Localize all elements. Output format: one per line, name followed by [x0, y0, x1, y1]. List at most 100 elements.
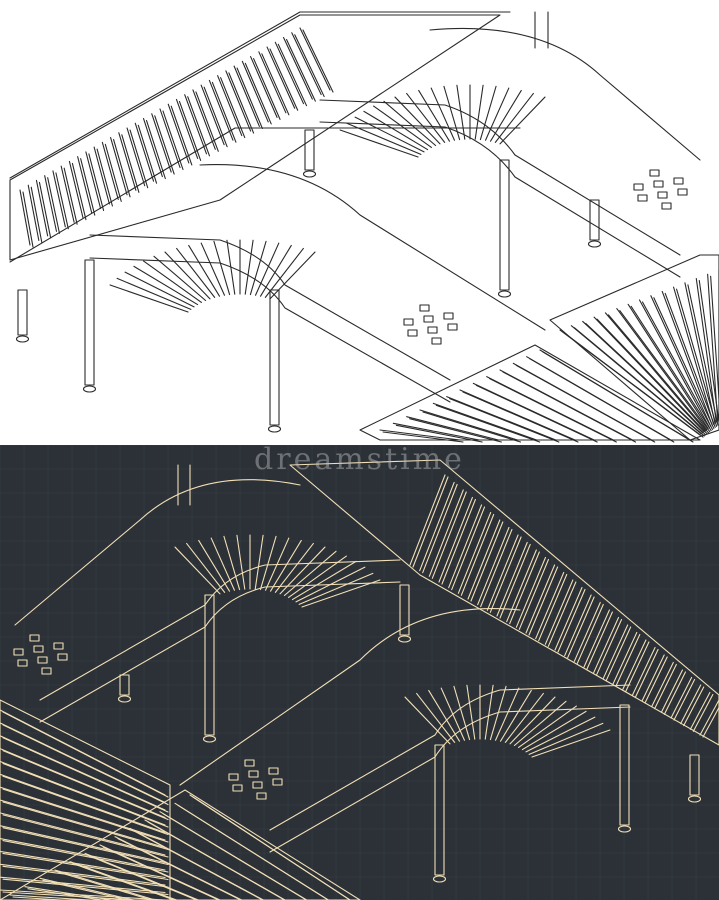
roller-edge: [187, 96, 211, 157]
roller: [419, 481, 455, 572]
roller-edge: [382, 431, 464, 443]
roller-edge: [96, 148, 113, 207]
tapered-roller: [264, 247, 304, 298]
roller-edge: [2, 775, 169, 836]
roller-edge: [220, 77, 246, 139]
tapered-roller: [213, 240, 231, 296]
tapered-roller: [383, 100, 437, 147]
tapered-roller: [249, 240, 267, 296]
roller-edge: [2, 852, 169, 881]
tapered-roller: [226, 239, 236, 295]
roller-edge: [607, 314, 709, 434]
tapered-roller: [489, 89, 522, 142]
roller-group: [109, 239, 316, 313]
tapered-roller: [259, 535, 277, 591]
roller-edge: [422, 411, 522, 443]
light-conveyor-drawing: [9, 11, 719, 443]
leveling-foot: [587, 240, 602, 248]
roller-edge: [192, 796, 351, 900]
roller-edge: [451, 506, 486, 591]
roller-edge: [47, 177, 61, 234]
tapered-roller: [339, 129, 419, 158]
ball-unit: [248, 770, 259, 778]
tapered-roller: [176, 247, 216, 298]
roller: [208, 79, 234, 141]
support-legs: [15, 129, 602, 433]
roller: [233, 65, 260, 128]
roller: [175, 98, 199, 159]
roller-edge: [489, 378, 617, 443]
roller: [69, 861, 178, 900]
tapered-roller: [443, 85, 461, 141]
tapered-roller: [394, 96, 441, 145]
tapered-roller: [406, 92, 446, 143]
roller-edge: [509, 551, 540, 625]
ball-transfer-plate: [403, 304, 458, 345]
roller-edge: [104, 143, 122, 202]
curve-outer-rail: [179, 608, 521, 786]
roller-edge: [2, 737, 169, 813]
roller-edge: [63, 167, 78, 225]
leg: [119, 674, 130, 696]
ball-unit: [403, 318, 414, 326]
ball-unit: [649, 169, 660, 177]
roller: [0, 850, 166, 879]
roller: [535, 571, 565, 640]
ball-unit: [228, 773, 239, 781]
roller: [496, 541, 528, 617]
roller-edge: [147, 821, 286, 900]
tapered-roller: [430, 87, 456, 141]
roller-edge: [88, 153, 105, 212]
roller: [379, 429, 461, 441]
tapered-roller: [456, 84, 466, 140]
roller-edge: [596, 318, 708, 435]
curve-frame: [269, 706, 631, 853]
tapered-roller: [295, 566, 366, 603]
roller-edge: [573, 327, 705, 437]
roller-group: [379, 349, 694, 443]
roller: [0, 748, 166, 819]
roller-edge: [80, 158, 96, 216]
roller-edge: [55, 172, 69, 230]
roller: [282, 36, 313, 100]
roller-edge: [634, 648, 659, 698]
leg: [17, 289, 28, 336]
tapered-roller: [188, 244, 221, 297]
leveling-foot: [267, 425, 282, 433]
roller: [0, 786, 166, 841]
roller-edge: [654, 663, 677, 710]
roller-edge: [2, 750, 169, 821]
ball-unit: [256, 792, 267, 800]
roller-edge: [113, 139, 131, 198]
roller: [573, 601, 601, 662]
ball-unit: [272, 778, 283, 786]
curved-conveyor-lower: [179, 608, 631, 853]
roller-edge: [567, 596, 595, 659]
roller: [602, 624, 629, 679]
conveyor-bed: [549, 254, 719, 441]
roller: [39, 877, 134, 900]
ball-unit: [13, 648, 24, 656]
tapered-roller: [518, 705, 577, 748]
roller-edge: [42, 879, 131, 900]
roller-edge: [528, 566, 559, 636]
roller: [627, 303, 709, 430]
roller: [167, 103, 190, 164]
roller-edge: [449, 398, 560, 443]
tapered-roller: [479, 85, 497, 141]
roller-edge: [692, 693, 714, 732]
roller: [151, 113, 172, 173]
roller-edge: [663, 671, 687, 715]
leg: [689, 754, 700, 796]
roller: [419, 409, 519, 441]
roller-group: [409, 474, 719, 738]
roller: [134, 122, 155, 182]
ball-transfer-plate: [228, 759, 283, 800]
tapered-roller: [474, 84, 484, 140]
tapered-roller: [291, 560, 357, 601]
roller: [554, 586, 583, 651]
roller: [159, 108, 181, 169]
roller: [217, 75, 243, 137]
leveling-foot: [617, 825, 632, 833]
